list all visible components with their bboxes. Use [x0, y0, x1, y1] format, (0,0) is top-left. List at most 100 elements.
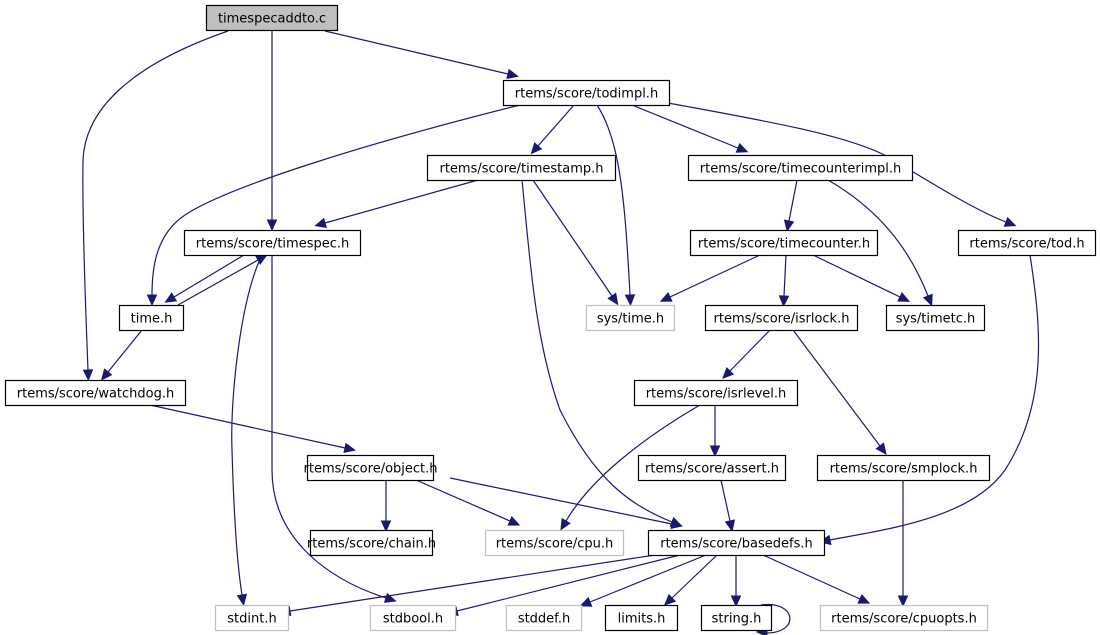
node-label: rtems/score/basedefs.h [660, 537, 813, 552]
node-stdbool: stdbool.h [369, 604, 457, 632]
edge-line [82, 30, 229, 371]
node-box[interactable] [633, 379, 799, 407]
arrowhead-icon [659, 292, 673, 302]
edge-timecounter-to-systimetc [812, 254, 911, 302]
node-todimpl[interactable]: rtems/score/todimpl.h [502, 79, 671, 107]
node-systime: sys/time.h [585, 304, 676, 332]
edge-line [788, 179, 798, 222]
node-systimetc[interactable]: sys/timetc.h [885, 304, 986, 332]
edge-line [177, 259, 259, 306]
arrowhead-icon [266, 219, 278, 232]
node-cpuopts: rtems/score/cpuopts.h [819, 604, 989, 632]
edge-smplock-to-cpuopts [897, 480, 909, 608]
node-box [585, 304, 676, 332]
edge-timespecaddto-to-watchdog [82, 30, 229, 382]
node-box[interactable] [309, 529, 434, 557]
arrowhead-icon [735, 142, 749, 153]
node-label: sys/timetc.h [896, 312, 976, 327]
edge-timespec-to-stdint [231, 254, 263, 607]
node-stdint: stdint.h [214, 604, 290, 632]
arrowhead-icon [875, 442, 887, 455]
node-box[interactable] [118, 304, 185, 332]
edge-line [456, 554, 681, 612]
node-label: rtems/score/assert.h [645, 462, 779, 477]
edge-line [449, 477, 673, 525]
node-label: rtems/score/watchdog.h [17, 387, 174, 402]
node-box[interactable] [957, 229, 1097, 257]
edge-isrlock-to-smplock [792, 329, 887, 455]
node-box[interactable] [687, 154, 914, 182]
node-label: rtems/score/object.h [304, 462, 438, 477]
node-cpu: rtems/score/cpu.h [484, 529, 625, 557]
node-chain[interactable]: rtems/score/chain.h [307, 529, 436, 557]
node-label: rtems/score/isrlock.h [714, 312, 850, 327]
arrowhead-icon [922, 293, 933, 307]
node-timespec[interactable]: rtems/score/timespec.h [183, 229, 362, 257]
edge-line [827, 179, 929, 297]
edge-line [324, 30, 509, 75]
node-time[interactable]: time.h [118, 304, 185, 332]
node-box [369, 604, 457, 632]
node-limits[interactable]: limits.h [604, 604, 679, 632]
edge-basedefs-to-string [730, 555, 742, 608]
node-timecounterimpl[interactable]: rtems/score/timecounterimpl.h [687, 154, 914, 182]
edge-timecounterimpl-to-timecounter [783, 179, 798, 233]
node-basedefs[interactable]: rtems/score/basedefs.h [647, 529, 826, 557]
node-smplock[interactable]: rtems/score/smplock.h [816, 454, 991, 482]
edge-line [324, 179, 479, 224]
node-box [484, 529, 625, 557]
node-box[interactable] [604, 604, 679, 632]
edge-isrlevel-to-cpu [560, 404, 701, 531]
node-timecounter[interactable]: rtems/score/timecounter.h [689, 229, 879, 257]
node-box[interactable] [689, 229, 879, 257]
edge-todimpl-to-systime [596, 104, 636, 307]
arrowhead-icon [670, 518, 683, 530]
edge-todimpl-to-tod [667, 102, 1017, 227]
node-label: limits.h [618, 612, 666, 627]
edge-timestamp-to-timespec [314, 179, 479, 228]
edge-basedefs-to-stdint [278, 554, 656, 617]
edge-object-to-chain [380, 480, 392, 533]
edge-line [231, 254, 263, 596]
node-box[interactable] [502, 79, 671, 107]
edge-line [812, 254, 901, 298]
edge-line [415, 479, 511, 522]
node-assert[interactable]: rtems/score/assert.h [637, 454, 787, 482]
node-object[interactable]: rtems/score/object.h [304, 454, 438, 482]
node-box[interactable] [885, 304, 986, 332]
node-box[interactable] [4, 379, 187, 407]
node-box[interactable] [637, 454, 787, 482]
node-label: rtems/score/timespec.h [196, 237, 349, 252]
edge-timecounter-to-isrlock [778, 254, 790, 308]
node-watchdog[interactable]: rtems/score/watchdog.h [4, 379, 187, 407]
node-box [819, 604, 989, 632]
edge-line [762, 554, 861, 600]
edge-line [729, 329, 771, 372]
edge-line [521, 179, 673, 523]
node-box[interactable] [700, 604, 773, 632]
node-box[interactable] [426, 154, 617, 182]
arrowhead-icon [730, 595, 742, 608]
node-box[interactable] [647, 529, 826, 557]
arrowhead-icon [146, 294, 158, 307]
edge-line [107, 329, 143, 373]
node-label: rtems/score/timecounter.h [698, 237, 870, 252]
node-isrlock[interactable]: rtems/score/isrlock.h [704, 304, 859, 332]
node-isrlevel[interactable]: rtems/score/isrlevel.h [633, 379, 799, 407]
arrowhead-icon [100, 368, 113, 381]
node-timespecaddto[interactable]: timespecaddto.c [205, 4, 339, 32]
node-box[interactable] [183, 229, 362, 257]
node-timestamp[interactable]: rtems/score/timestamp.h [426, 154, 617, 182]
edge-isrlevel-to-assert [709, 405, 721, 458]
node-box[interactable] [205, 4, 339, 32]
edge-timestamp-to-systime [532, 179, 619, 306]
node-box[interactable] [306, 454, 435, 482]
nodes-layer: timespecaddto.c rtems/score/todimpl.h rtem… [4, 4, 1097, 632]
node-box[interactable] [704, 304, 859, 332]
node-string[interactable]: string.h [700, 604, 773, 632]
edge-timespecaddto-to-todimpl [324, 30, 519, 80]
node-box[interactable] [816, 454, 991, 482]
edge-line [271, 255, 387, 599]
node-tod[interactable]: rtems/score/tod.h [957, 229, 1097, 257]
edges-layer [82, 30, 1040, 635]
